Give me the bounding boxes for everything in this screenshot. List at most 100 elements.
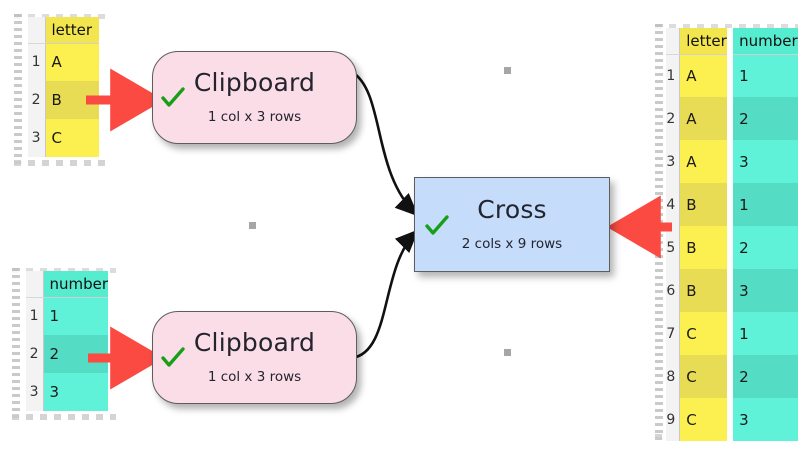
table-row[interactable]: 7 C 1 [666, 312, 798, 355]
corner-cell [28, 17, 46, 44]
row-number[interactable]: 5 [666, 226, 681, 269]
letter-source-table[interactable]: letter 1 A 2 B 3 C [14, 14, 110, 166]
table-cell[interactable]: 3 [733, 398, 798, 441]
table-cell[interactable]: C [679, 312, 728, 355]
table-cell[interactable]: 1 [733, 54, 798, 97]
node-subtitle: 1 col x 3 rows [207, 369, 302, 386]
table-cell[interactable]: 2 [43, 335, 109, 373]
row-number[interactable]: 6 [666, 269, 681, 312]
row-number[interactable]: 3 [666, 140, 681, 183]
sheet-edge-left [12, 268, 20, 420]
column-header-number[interactable]: number [733, 28, 798, 55]
table-row[interactable]: 2 B [28, 81, 99, 119]
table-cell[interactable]: A [679, 140, 728, 183]
sheet-edge-left [14, 14, 22, 166]
table-row[interactable]: 1 A [28, 43, 99, 81]
table-row[interactable]: 1 1 [26, 297, 109, 335]
row-number[interactable]: 8 [666, 355, 681, 398]
row-number[interactable]: 1 [666, 54, 681, 97]
table-row[interactable]: 1 A 1 [666, 54, 798, 97]
node-cross[interactable]: Cross 2 cols x 9 rows [414, 177, 610, 272]
row-number[interactable]: 7 [666, 312, 681, 355]
node-body[interactable]: Clipboard 1 col x 3 rows [152, 311, 357, 404]
table-row[interactable]: 3 C [28, 119, 99, 157]
column-gap [727, 140, 734, 183]
node-subtitle: 2 cols x 9 rows [461, 236, 563, 253]
table-cell[interactable]: C [679, 355, 728, 398]
column-gap [727, 355, 734, 398]
row-number[interactable]: 2 [28, 81, 46, 119]
table-row[interactable]: 4 B 1 [666, 183, 798, 226]
table-row[interactable]: 5 B 2 [666, 226, 798, 269]
node-body[interactable]: Cross 2 cols x 9 rows [414, 177, 610, 272]
connector-clipboard-top-to-cross [351, 70, 419, 217]
table-row[interactable]: 3 3 [26, 373, 109, 411]
table-row[interactable]: 3 A 3 [666, 140, 798, 183]
table-header-row: number [26, 271, 109, 298]
node-title: Clipboard [193, 68, 316, 98]
table-cell[interactable]: B [679, 183, 728, 226]
table-cell[interactable]: 3 [733, 269, 798, 312]
column-gap [727, 97, 734, 140]
table-cell[interactable]: 2 [733, 97, 798, 140]
row-number[interactable]: 1 [26, 297, 44, 335]
column-gap [727, 54, 734, 97]
table-cell[interactable]: 2 [733, 355, 798, 398]
grid-dot [504, 67, 511, 74]
node-subtitle: 1 col x 3 rows [207, 109, 302, 126]
sheet-edge-bottom [12, 414, 116, 420]
table-cell[interactable]: A [679, 97, 728, 140]
column-header-letter[interactable]: letter [679, 28, 728, 55]
table-cell[interactable]: B [679, 269, 728, 312]
sheet-edge-top [12, 268, 116, 273]
column-gap [727, 226, 734, 269]
node-clipboard-bottom[interactable]: Clipboard 1 col x 3 rows [152, 311, 357, 404]
check-icon [425, 215, 449, 236]
row-number[interactable]: 2 [26, 335, 44, 373]
table-cell[interactable]: C [679, 398, 728, 441]
table-cell[interactable]: 3 [43, 373, 109, 411]
table-cell[interactable]: B [679, 226, 728, 269]
number-source-table[interactable]: number 1 1 2 2 3 3 [12, 268, 116, 420]
table-cell[interactable]: 1 [733, 312, 798, 355]
row-number[interactable]: 2 [666, 97, 681, 140]
table-cell[interactable]: 1 [733, 183, 798, 226]
table-cell[interactable]: C [45, 119, 99, 157]
table-cell[interactable]: 3 [733, 140, 798, 183]
node-body[interactable]: Clipboard 1 col x 3 rows [152, 51, 357, 144]
row-number[interactable]: 1 [28, 43, 46, 81]
table-header-row: letter number [666, 28, 798, 55]
column-gap [727, 269, 734, 312]
table-row[interactable]: 9 C 3 [666, 398, 798, 441]
sheet-edge-top [655, 24, 798, 29]
connector-clipboard-bottom-to-cross [351, 229, 419, 360]
corner-cell [666, 28, 681, 55]
sheet-edge-bottom [14, 160, 110, 166]
table-cell[interactable]: B [45, 81, 99, 119]
row-number[interactable]: 9 [666, 398, 681, 441]
node-clipboard-top[interactable]: Clipboard 1 col x 3 rows [152, 51, 357, 144]
row-number[interactable]: 4 [666, 183, 681, 226]
check-icon [161, 346, 185, 367]
table-row[interactable]: 6 B 3 [666, 269, 798, 312]
table-row[interactable]: 2 A 2 [666, 97, 798, 140]
column-gap [727, 398, 734, 441]
row-number[interactable]: 3 [26, 373, 44, 411]
table-cell[interactable]: A [45, 43, 99, 81]
cross-result-table[interactable]: letter number 1 A 1 2 A 2 3 A 3 [655, 24, 798, 441]
table-cell[interactable]: 2 [733, 226, 798, 269]
corner-cell [26, 271, 44, 298]
column-header-number[interactable]: number [43, 271, 109, 298]
table-row[interactable]: 2 2 [26, 335, 109, 373]
node-title: Clipboard [193, 328, 316, 358]
sheet-edge-left [655, 24, 663, 440]
column-header-letter[interactable]: letter [45, 17, 99, 44]
table-cell[interactable]: A [679, 54, 728, 97]
row-number[interactable]: 3 [28, 119, 46, 157]
sheet-edge-top [14, 14, 110, 19]
table-cell[interactable]: 1 [43, 297, 109, 335]
table-header-row: letter [28, 17, 99, 44]
table-row[interactable]: 8 C 2 [666, 355, 798, 398]
column-gap [727, 183, 734, 226]
